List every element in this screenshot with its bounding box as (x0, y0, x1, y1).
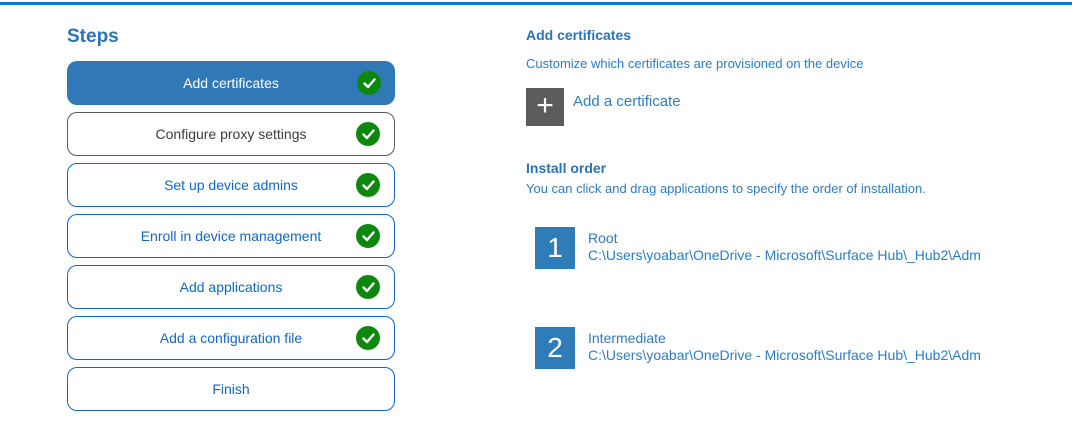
add-certificates-panel: Add certificates Customize which certifi… (526, 0, 1072, 443)
install-order-title: Install order (526, 160, 607, 176)
check-icon (356, 122, 380, 146)
top-accent-bar (0, 2, 1072, 5)
certificate-name: Root (588, 230, 618, 246)
step-button-enroll-in-device-management[interactable]: Enroll in device management (67, 214, 395, 258)
install-item-text: Root C:\Users\yoabar\OneDrive - Microsof… (588, 230, 981, 264)
check-icon (357, 71, 381, 95)
step-button-set-up-device-admins[interactable]: Set up device admins (67, 163, 395, 207)
order-number-badge: 2 (535, 327, 575, 369)
certificate-path: C:\Users\yoabar\OneDrive - Microsoft\Sur… (588, 247, 981, 263)
check-icon (356, 275, 380, 299)
steps-panel-title: Steps (67, 26, 119, 47)
steps-sidebar: Steps Add certificates Configure proxy s… (67, 26, 395, 418)
step-label: Add applications (179, 279, 283, 295)
section-subtitle: Customize which certificates are provisi… (526, 56, 864, 71)
step-button-configure-proxy-settings[interactable]: Configure proxy settings (67, 112, 395, 156)
step-label: Configure proxy settings (155, 126, 307, 142)
step-label: Add a configuration file (159, 330, 303, 346)
plus-icon: + (526, 88, 564, 126)
step-label: Finish (212, 381, 250, 397)
certificate-path: C:\Users\yoabar\OneDrive - Microsoft\Sur… (588, 347, 981, 363)
step-button-add-certificates[interactable]: Add certificates (67, 61, 395, 105)
check-icon (356, 224, 380, 248)
install-order-item-intermediate[interactable]: 2 Intermediate C:\Users\yoabar\OneDrive … (535, 327, 981, 369)
step-button-add-applications[interactable]: Add applications (67, 265, 395, 309)
install-order-subtitle: You can click and drag applications to s… (526, 181, 926, 196)
section-title: Add certificates (526, 27, 632, 43)
step-button-finish[interactable]: Finish (67, 367, 395, 411)
step-label: Enroll in device management (140, 228, 322, 244)
check-icon (356, 173, 380, 197)
check-icon (356, 326, 380, 350)
step-label: Add certificates (183, 75, 279, 91)
install-order-item-root[interactable]: 1 Root C:\Users\yoabar\OneDrive - Micros… (535, 227, 981, 269)
step-button-add-a-configuration-file[interactable]: Add a configuration file (67, 316, 395, 360)
order-number-badge: 1 (535, 227, 575, 269)
install-item-text: Intermediate C:\Users\yoabar\OneDrive - … (588, 330, 981, 364)
certificate-name: Intermediate (588, 330, 666, 346)
add-certificate-button[interactable]: + Add a certificate (526, 88, 681, 126)
step-label: Set up device admins (164, 177, 298, 193)
add-certificate-label: Add a certificate (573, 93, 681, 110)
